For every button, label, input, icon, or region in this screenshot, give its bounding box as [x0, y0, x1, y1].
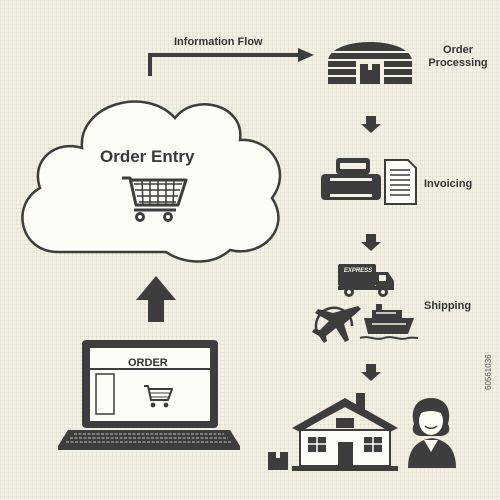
customer-icon [408, 398, 456, 468]
shopping-cart-icon [122, 176, 188, 222]
order-processing-label: Order Processing [424, 44, 492, 70]
information-flow-label: Information Flow [174, 36, 263, 48]
warehouse-icon [328, 42, 412, 84]
ship-icon [359, 304, 419, 340]
box-icon [268, 452, 288, 470]
up-arrow-icon [136, 276, 176, 322]
order-entry-label: Order Entry [100, 147, 195, 166]
delivery-truck-icon [338, 264, 394, 297]
down-arrow-icon [361, 364, 381, 381]
document-icon [384, 159, 417, 205]
order-processing-label-line2: Processing [428, 57, 488, 69]
down-arrow-icon [361, 116, 381, 133]
airplane-icon [312, 306, 361, 343]
order-processing-label-line1: Order [443, 44, 473, 56]
laptop-icon [58, 340, 240, 450]
shipping-label: Shipping [424, 300, 472, 312]
order-screen-title: ORDER [128, 357, 168, 369]
information-flow-arrow [148, 48, 314, 76]
shopping-cart-icon [144, 385, 173, 408]
stock-id: 60561036 [484, 354, 493, 390]
house-icon [292, 393, 398, 471]
express-badge: EXPRESS [343, 268, 373, 274]
printer-icon [321, 158, 381, 200]
invoicing-label: Invoicing [424, 178, 473, 190]
cloud-icon [21, 100, 282, 263]
down-arrow-icon [361, 234, 381, 251]
